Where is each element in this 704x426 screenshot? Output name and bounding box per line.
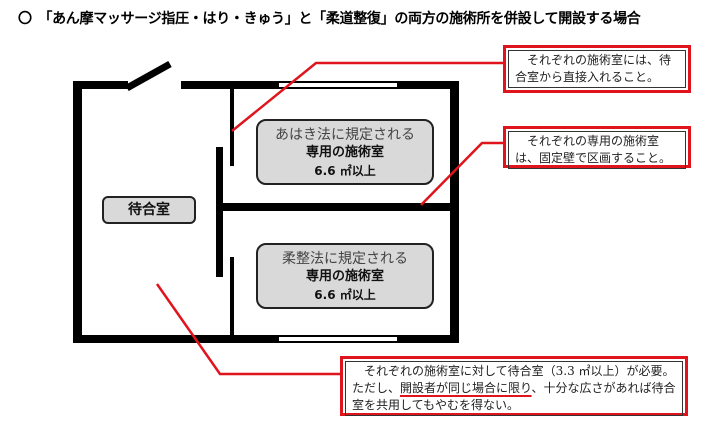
callout-text: 、十分な広さがあれば待合室を共用してもやむを得ない。 [352,381,676,412]
waiting-room-label: 待合室 [102,196,196,224]
leader-line-waiting [155,283,341,376]
wall-top-left [73,81,128,89]
room-judo: 柔整法に規定される 専用の施術室 6.6 ㎡以上 [256,243,434,309]
wall-divider [223,203,450,211]
window-top [279,83,397,87]
room-ahaki: あはき法に規定される 専用の施術室 6.6 ㎡以上 [256,119,434,185]
room-name: 専用の施術室 [305,269,384,284]
room-law: あはき法に規定される [275,127,415,143]
partition-upper [230,89,234,166]
callout-shared-waiting: それぞれの施術室に対して待合室（3.3 ㎡以上）が必要。ただし、開設者が同じ場合… [340,356,688,416]
wall-left [73,81,82,343]
partition-middle [216,147,223,277]
leader-line-access [231,61,504,132]
callout-text: それぞれの専用の施術室は、固定壁で区画すること。 [508,131,686,169]
leader-line-wall [420,141,504,206]
callout-underlined-condition: 開設者が同じ場合に限り [400,381,532,395]
page-title: 〇 「あん摩マッサージ指圧・はり・きゅう」と「柔道整復」の両方の施術所を併設して… [18,11,641,27]
callout-text: それぞれの施術室に対して待合室（3.3 ㎡以上）が必要。ただし、 [352,364,675,395]
waiting-room-text: 待合室 [128,202,170,218]
room-name: 専用の施術室 [305,145,384,160]
callout-direct-access: それぞれの施術室には、待合室から直接入れること。 [503,45,691,93]
window-bottom [279,337,397,341]
room-area: 6.6 ㎡以上 [314,288,376,302]
partition-lower [230,257,234,343]
wall-right [450,81,459,343]
wall-bottom [73,335,459,343]
door-leaf [125,60,172,92]
room-law: 柔整法に規定される [282,251,408,267]
callout-fixed-wall: それぞれの専用の施術室は、固定壁で区画すること。 [503,126,691,169]
callout-text: それぞれの施術室には、待合室から直接入れること。 [508,50,686,88]
room-area: 6.6 ㎡以上 [314,164,376,178]
